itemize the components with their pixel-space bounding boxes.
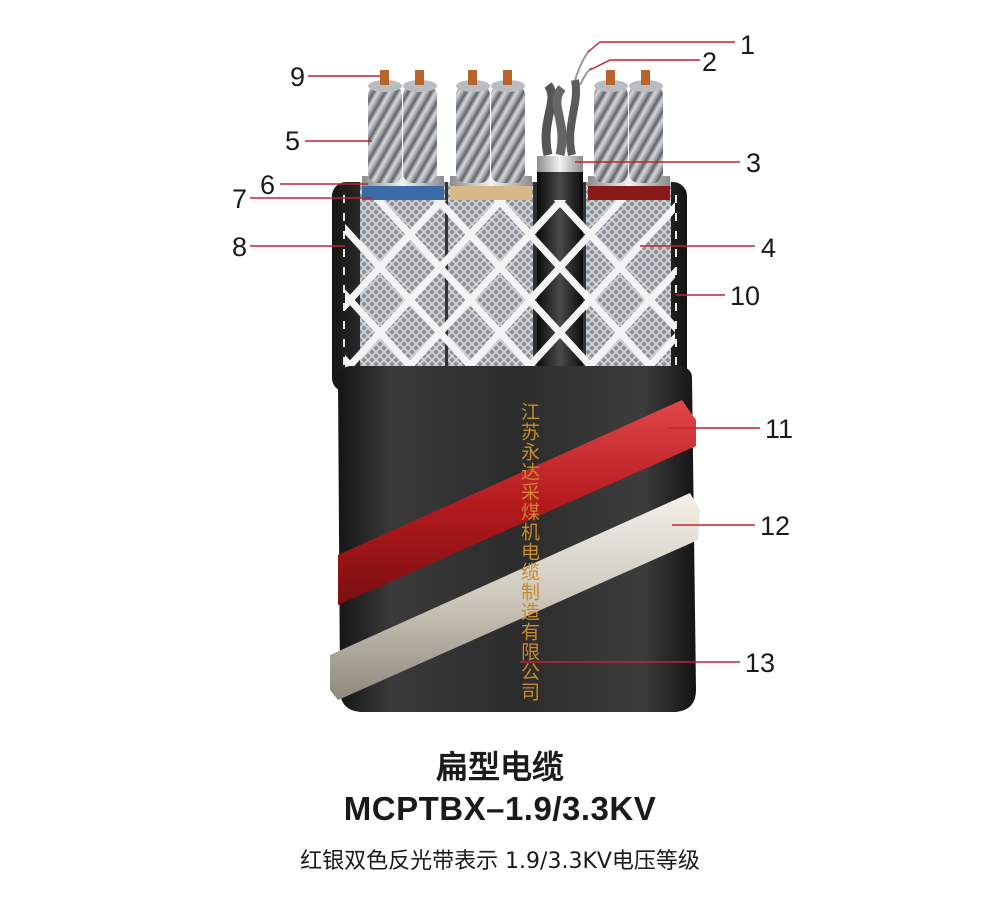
power-core-red (586, 70, 671, 382)
callout-2: 2 (702, 47, 718, 77)
callout-13: 13 (745, 648, 776, 678)
callout-6: 6 (260, 170, 276, 200)
callout-3: 3 (746, 148, 762, 178)
callout-8: 8 (232, 232, 248, 262)
callout-11: 11 (765, 414, 794, 444)
cable-model: MCPTBX–1.9/3.3KV (343, 790, 657, 827)
manufacturer-print: 江苏永达采煤机电缆制造有限公司 (518, 402, 540, 702)
voltage-note: 红银双色反光带表示 1.9/3.3KV电压等级 (300, 849, 700, 874)
callout-7: 7 (232, 184, 248, 214)
callout-4: 4 (761, 233, 777, 263)
callout-5: 5 (285, 126, 301, 156)
red-reflective-band (338, 400, 696, 605)
callout-12: 12 (760, 511, 791, 541)
callout-10: 10 (730, 281, 761, 311)
cable-type-title: 扁型电缆 (435, 748, 564, 786)
leader-2 (589, 59, 700, 71)
leader-lines (250, 41, 760, 663)
silver-reflective-band (330, 493, 700, 700)
callout-9: 9 (290, 62, 306, 92)
leader-1 (587, 41, 735, 53)
callout-1: 1 (740, 30, 756, 60)
reinforcement-net (345, 200, 675, 385)
